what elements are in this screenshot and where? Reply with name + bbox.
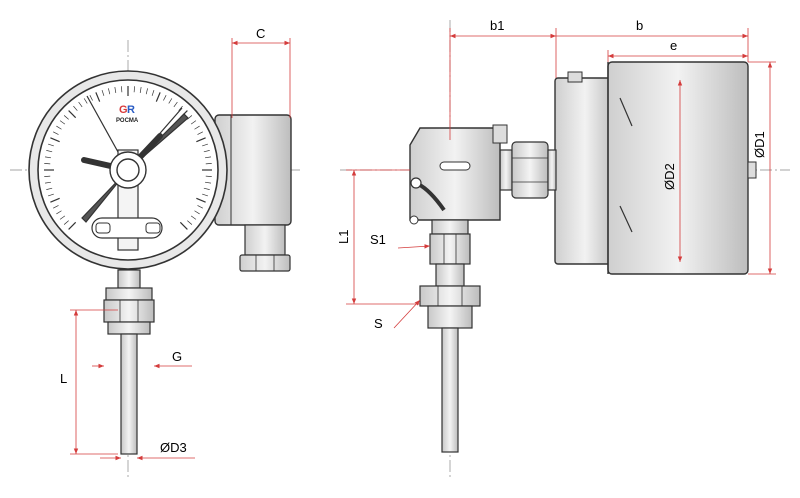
dimension-d2: ØD2 [662, 80, 683, 262]
dial-tick [52, 131, 59, 135]
dial-tick [197, 131, 204, 135]
gauge-case [554, 61, 757, 275]
dial-tick [59, 215, 66, 220]
dial-tick [197, 205, 204, 209]
dial-tick [50, 137, 60, 143]
dim-label-d1: ØD1 [752, 131, 767, 158]
dial-tick [194, 210, 200, 215]
dial-tick [196, 137, 206, 143]
dial-tick [203, 150, 210, 153]
pointer-hub [109, 151, 147, 189]
dimension-c: C [231, 26, 291, 118]
dial-tick [187, 220, 193, 225]
side-probe [441, 327, 459, 453]
contact-plate [91, 217, 163, 239]
dial-tick [145, 88, 148, 95]
dial-tick [89, 94, 93, 101]
dimension-b1: b1 [449, 18, 557, 140]
logo-name: РОСМА [116, 118, 139, 124]
front-view: G R РОСМА C L [10, 26, 300, 480]
dial-tick [50, 197, 60, 203]
dial-tick [44, 156, 52, 159]
dial-tick [173, 101, 178, 108]
dial-tick [168, 98, 173, 104]
dial-tick [63, 115, 69, 120]
dial-tick [203, 187, 210, 190]
dial-tick [108, 88, 111, 95]
dial-tick [46, 187, 53, 190]
side-view: b1 b e ØD2 ØD1 [336, 18, 790, 480]
dim-label-g: G [172, 349, 182, 364]
dial-tick [204, 181, 212, 184]
dial-tick [204, 156, 212, 159]
dim-label-l1: L1 [336, 230, 351, 244]
dial-tick [48, 193, 54, 197]
dimension-d3: ØD3 [100, 440, 195, 461]
dial-tick [68, 221, 77, 230]
dial-tick [73, 105, 78, 111]
dim-label-d3: ØD3 [160, 440, 187, 455]
dim-label-e: e [670, 38, 677, 53]
dial-tick [202, 193, 208, 197]
dial-tick [52, 205, 59, 209]
dimension-l: L [60, 309, 118, 455]
dial-tick [46, 150, 53, 153]
dial-tick [155, 92, 161, 102]
dial-tick [56, 210, 62, 215]
dim-label-s1: S1 [370, 232, 386, 247]
dimension-e: e [607, 38, 748, 62]
leader-s1: S1 [370, 232, 431, 249]
reset-button [747, 161, 757, 179]
elbow-body [409, 124, 508, 225]
dim-label-s: S [374, 316, 383, 331]
dial-tick [163, 94, 167, 101]
dial-tick [151, 90, 155, 96]
dial-tick [63, 220, 69, 225]
side-fitting [419, 219, 481, 453]
dial-tick [190, 215, 197, 220]
dial-tick [59, 120, 66, 125]
brand-logo: G R РОСМА [116, 104, 139, 124]
leader-s: S [374, 299, 421, 331]
dial-tick [78, 101, 83, 108]
front-probe [120, 333, 138, 455]
dial-tick [194, 125, 200, 130]
dial-tick [179, 221, 188, 230]
dial-tick [190, 120, 197, 125]
dial-tick [114, 86, 117, 94]
dim-label-c: C [256, 26, 265, 41]
dial-tick [48, 143, 54, 147]
dial-tick [178, 105, 183, 111]
dial-tick [139, 86, 142, 94]
dial-tick [202, 143, 208, 147]
dimension-b: b [556, 18, 749, 62]
dim-label-b1: b1 [490, 18, 504, 33]
dim-label-b: b [636, 18, 643, 33]
dial-tick [83, 98, 88, 104]
dial-scale-ticks [44, 86, 212, 230]
front-fitting [103, 269, 155, 455]
dial-tick [68, 110, 77, 119]
union-nut [499, 141, 557, 199]
logo-mark-r: R [127, 104, 135, 116]
logo-mark-g: G [119, 104, 128, 116]
terminal-box [214, 114, 292, 272]
dimension-g: G [92, 349, 192, 369]
dimension-l1: L1 [336, 169, 420, 305]
dimension-d1: ØD1 [748, 61, 776, 275]
dial-tick [44, 181, 52, 184]
dial-tick [196, 197, 206, 203]
dim-label-d2: ØD2 [662, 163, 677, 190]
dial-tick [101, 90, 105, 96]
dial-tick [95, 92, 101, 102]
dim-label-l: L [60, 371, 67, 386]
dial-tick [56, 125, 62, 130]
